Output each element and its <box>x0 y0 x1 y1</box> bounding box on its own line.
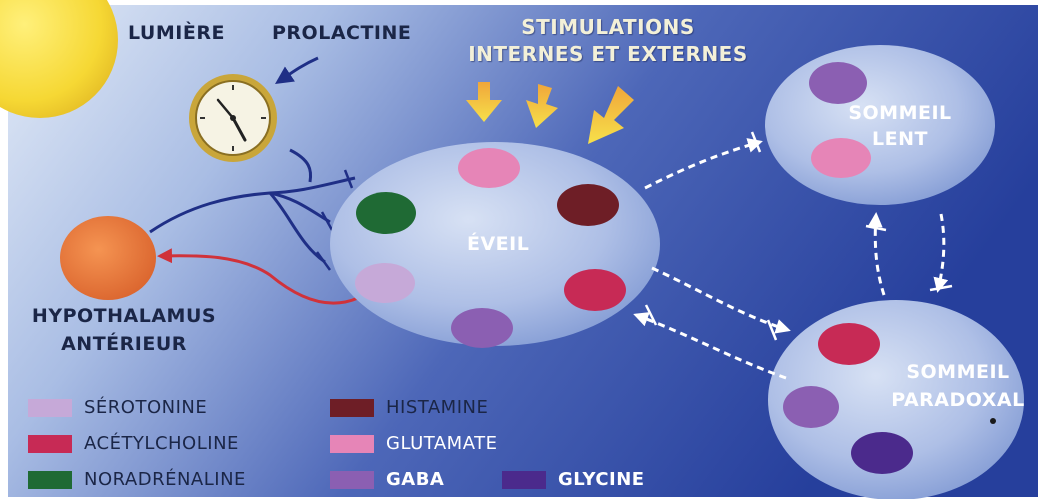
hypothalamus-label-line1: HYPOTHALAMUS <box>14 302 234 330</box>
legend-swatch <box>330 471 374 489</box>
legend-label: NORADRÉNALINE <box>84 468 246 492</box>
legend-label: GABA <box>386 468 444 492</box>
sommeil-lent-label-line1: SOMMEIL <box>820 100 980 126</box>
sommeil-paradoxal-label-line2: PARADOXAL <box>878 386 1038 414</box>
legend-label: GLUTAMATE <box>386 432 497 456</box>
legend-swatch <box>28 471 72 489</box>
sommeil-paradoxal-label: SOMMEIL PARADOXAL <box>878 358 1038 414</box>
sommeil-paradoxal-label-line1: SOMMEIL <box>878 358 1038 386</box>
legend-label: HISTAMINE <box>386 396 488 420</box>
stimulations-label-line2: INTERNES ET EXTERNES <box>448 41 768 68</box>
legend-label: ACÉTYLCHOLINE <box>84 432 239 456</box>
lumiere-label: LUMIÈRE <box>128 22 225 44</box>
hypothalamus-node <box>60 216 156 300</box>
legend-swatch <box>28 435 72 453</box>
sommeil-lent-label-line2: LENT <box>820 126 980 152</box>
legend-label: SÉROTONINE <box>84 396 207 420</box>
legend-swatch <box>502 471 546 489</box>
legend-swatch <box>330 435 374 453</box>
clock-icon <box>189 74 277 162</box>
sommeil-lent-label: SOMMEIL LENT <box>820 100 980 152</box>
prolactine-label: PROLACTINE <box>272 22 411 44</box>
stimulations-label-line1: STIMULATIONS <box>448 14 768 41</box>
legend-swatch <box>28 399 72 417</box>
legend-label: GLYCINE <box>558 468 645 492</box>
stimulations-label: STIMULATIONS INTERNES ET EXTERNES <box>448 14 768 68</box>
hypothalamus-label: HYPOTHALAMUS ANTÉRIEUR <box>14 302 234 358</box>
legend-swatch <box>330 399 374 417</box>
eveil-label: ÉVEIL <box>467 233 529 255</box>
hypothalamus-label-line2: ANTÉRIEUR <box>14 330 234 358</box>
